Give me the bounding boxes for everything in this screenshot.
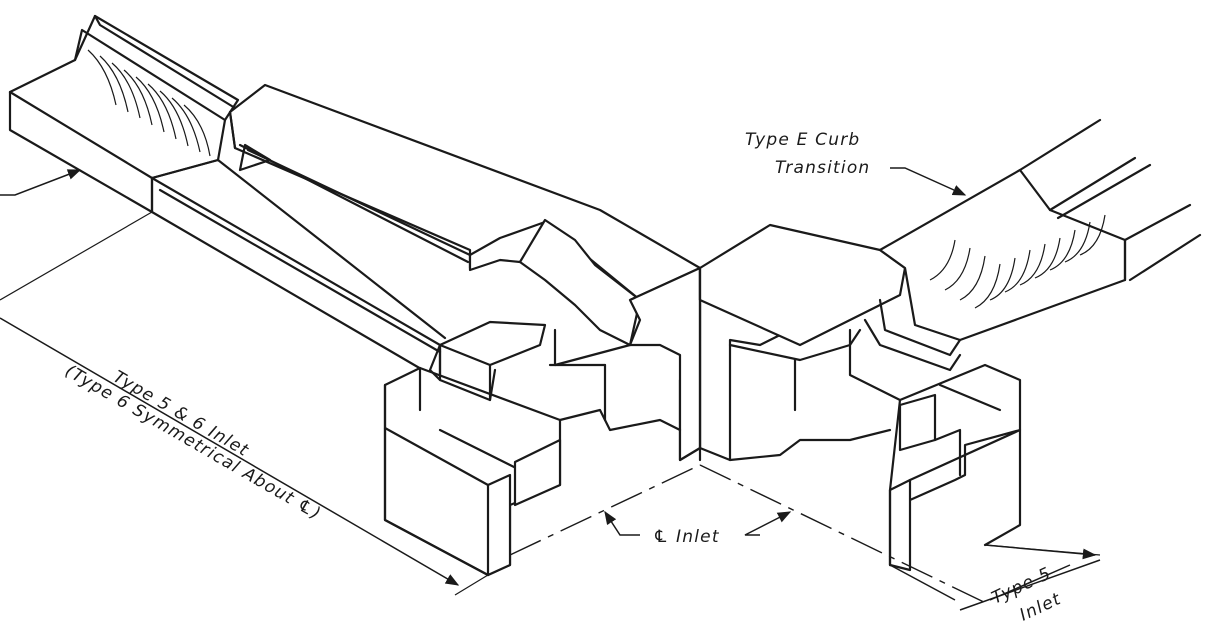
left-inlet-box (383, 320, 682, 577)
right-gutter-hatching (929, 214, 1106, 309)
centerline-inlet-label: ℄ Inlet (653, 527, 720, 547)
dimension-label-line2: (Type 6 Symmetrical About ℄) (62, 361, 325, 524)
right-inlet-box (728, 328, 1022, 572)
leaders (0, 167, 967, 536)
gutter-hatching (87, 49, 211, 157)
left-curb-transition (228, 83, 702, 347)
right-transition-slab (698, 223, 907, 347)
inlet-centerline (509, 464, 991, 606)
type-e-label-line1: Type E Curb (745, 130, 860, 150)
dimension-lines (0, 211, 1101, 611)
right-curb-gutter (863, 118, 1202, 372)
left-curb-gutter (8, 14, 447, 382)
type-e-label-line2: Transition (775, 158, 870, 178)
